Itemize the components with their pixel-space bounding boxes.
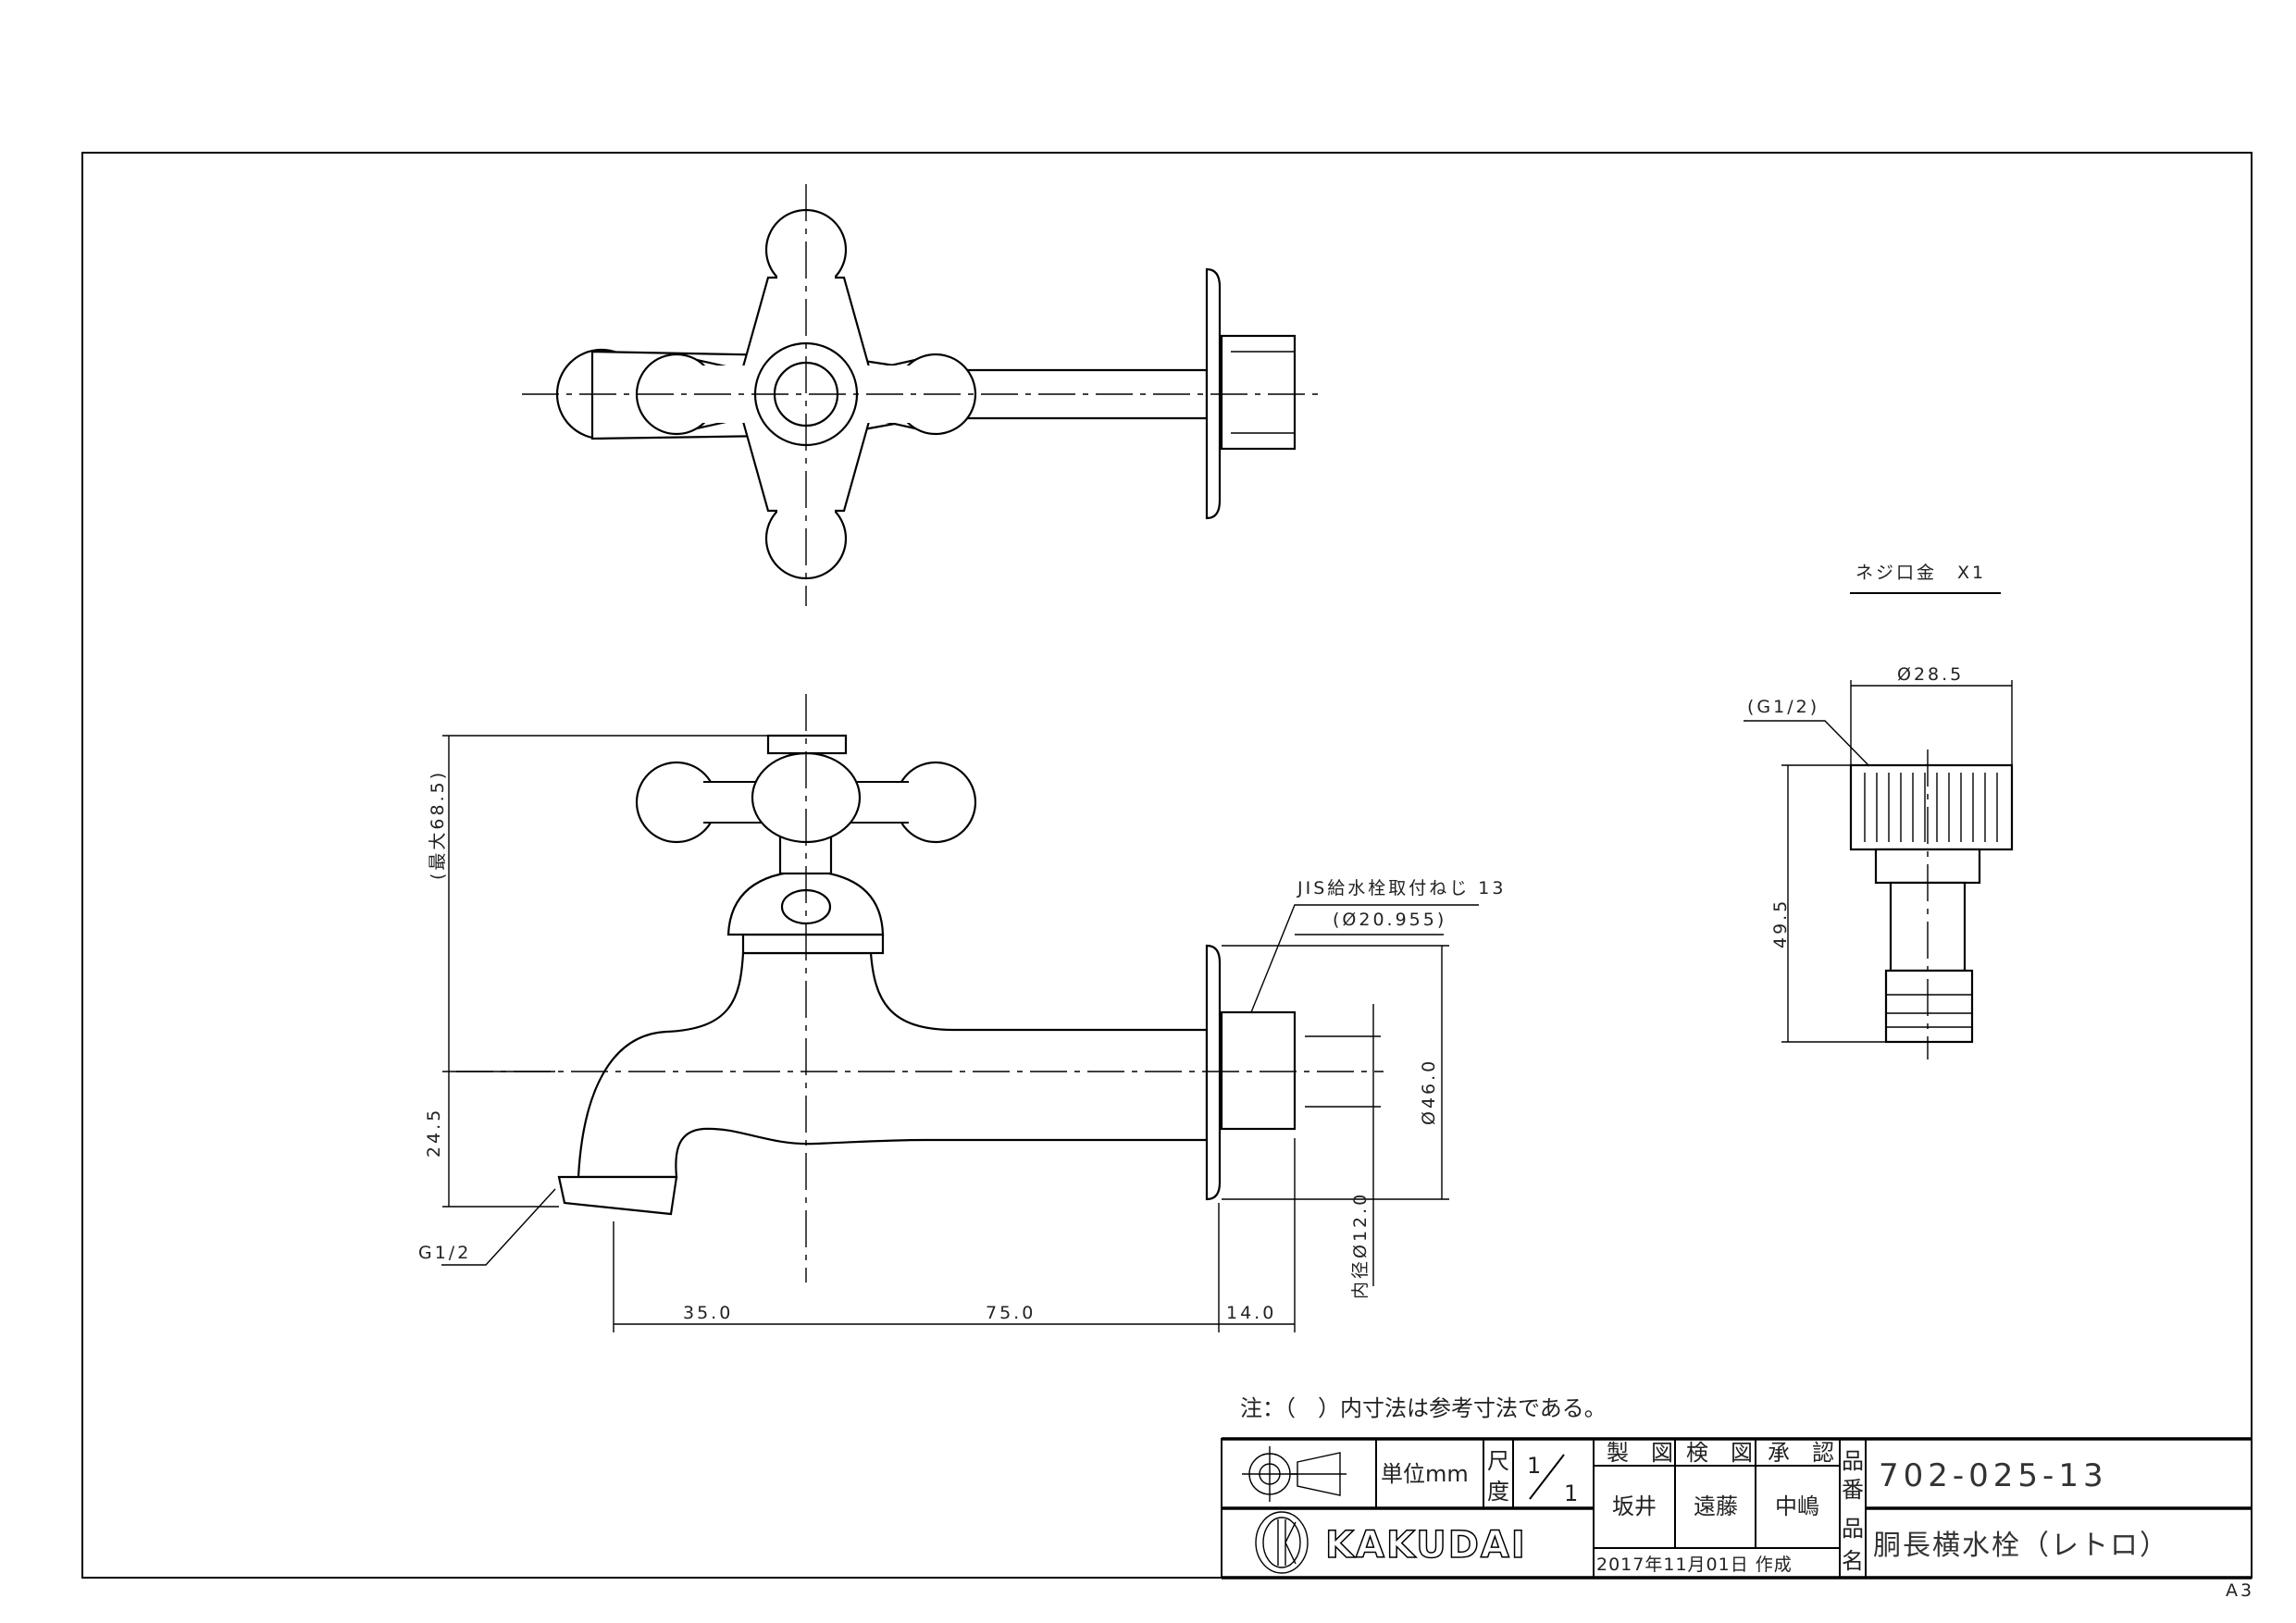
checked-label: 検 図 bbox=[1686, 1440, 1753, 1466]
outlet-thread-label: G1/2 bbox=[418, 1243, 471, 1263]
flange-front bbox=[1205, 944, 1222, 1201]
unit-label: 単位mm bbox=[1381, 1461, 1469, 1487]
hose-nipple bbox=[1884, 969, 1974, 1044]
scale-label: 尺 bbox=[1487, 1448, 1509, 1474]
outlet-nozzle bbox=[557, 1175, 678, 1216]
dim-14: 14.0 bbox=[1226, 1303, 1276, 1323]
note-text: 注：（ ）内寸法は参考寸法である。 bbox=[1240, 1395, 1607, 1421]
scale-denominator: 1 bbox=[1564, 1481, 1578, 1506]
top-view bbox=[522, 184, 1324, 606]
accessory-dim-dia: Ø28.5 bbox=[1897, 664, 1964, 685]
bonnet-ring bbox=[741, 933, 885, 955]
drawn-by: 坂井 bbox=[1612, 1493, 1657, 1519]
part-name: 胴長横水栓（レトロ） bbox=[1873, 1530, 2169, 1562]
faucet-body bbox=[577, 951, 1209, 1179]
dim-spout-height: 24.5 bbox=[424, 1108, 444, 1158]
accessory-title: ネジ口金 X1 bbox=[1855, 563, 1986, 583]
scale-label: 度 bbox=[1487, 1479, 1509, 1505]
title-block: 単位mm 尺 度 1 1 製 図 検 図 承 認 坂井 遠藤 中嶋 2017年1… bbox=[1221, 1437, 2253, 1580]
checked-by: 遠藤 bbox=[1694, 1493, 1738, 1519]
approved-label: 承 認 bbox=[1768, 1440, 1834, 1466]
accessory-thread: (G1/2) bbox=[1747, 697, 1819, 717]
drawn-label: 製 図 bbox=[1607, 1440, 1673, 1466]
part-number: 702-025-13 bbox=[1879, 1457, 2108, 1494]
dim-75: 75.0 bbox=[986, 1303, 1036, 1323]
date-created: 2017年11月01日 作成 bbox=[1596, 1555, 1793, 1575]
knurled-nut bbox=[1849, 763, 2014, 851]
part-name-label: 品 bbox=[1842, 1516, 1864, 1542]
approved-by: 中嶋 bbox=[1775, 1493, 1819, 1519]
dim-max-height: (最大68.5) bbox=[428, 770, 448, 880]
projection-symbol-icon bbox=[1242, 1446, 1347, 1502]
inlet-nut-top bbox=[1220, 334, 1297, 451]
company-name: KAKUDAI bbox=[1325, 1524, 1527, 1567]
dim-inner-dia: 内径Ø12.0 bbox=[1350, 1192, 1371, 1299]
accessory-view: ネジ口金 X1 Ø28.5 (G1/2) 49.5 bbox=[1744, 563, 2014, 1059]
inlet-nut-front bbox=[1220, 1010, 1297, 1131]
sheet-size: A3 bbox=[2226, 1580, 2254, 1601]
front-view: (最大68.5) 24.5 35.0 75.0 14.0 Ø46.0 内径Ø12… bbox=[418, 694, 1506, 1332]
accessory-dim-length: 49.5 bbox=[1770, 898, 1791, 948]
inlet-thread-dia: (Ø20.955) bbox=[1333, 910, 1446, 930]
inlet-thread-label: JIS給水栓取付ねじ 13 bbox=[1297, 878, 1506, 898]
kakudai-logo: KAKUDAI bbox=[1255, 1511, 1527, 1574]
dim-outer-dia: Ø46.0 bbox=[1419, 1059, 1439, 1125]
scale-numerator: 1 bbox=[1527, 1453, 1541, 1479]
part-name-label: 名 bbox=[1842, 1548, 1864, 1574]
handle-knurl bbox=[766, 734, 848, 755]
drawing-border bbox=[81, 152, 2253, 1579]
part-no-label: 品 bbox=[1842, 1448, 1864, 1474]
dim-35: 35.0 bbox=[683, 1303, 733, 1323]
part-no-label: 番 bbox=[1842, 1477, 1864, 1503]
